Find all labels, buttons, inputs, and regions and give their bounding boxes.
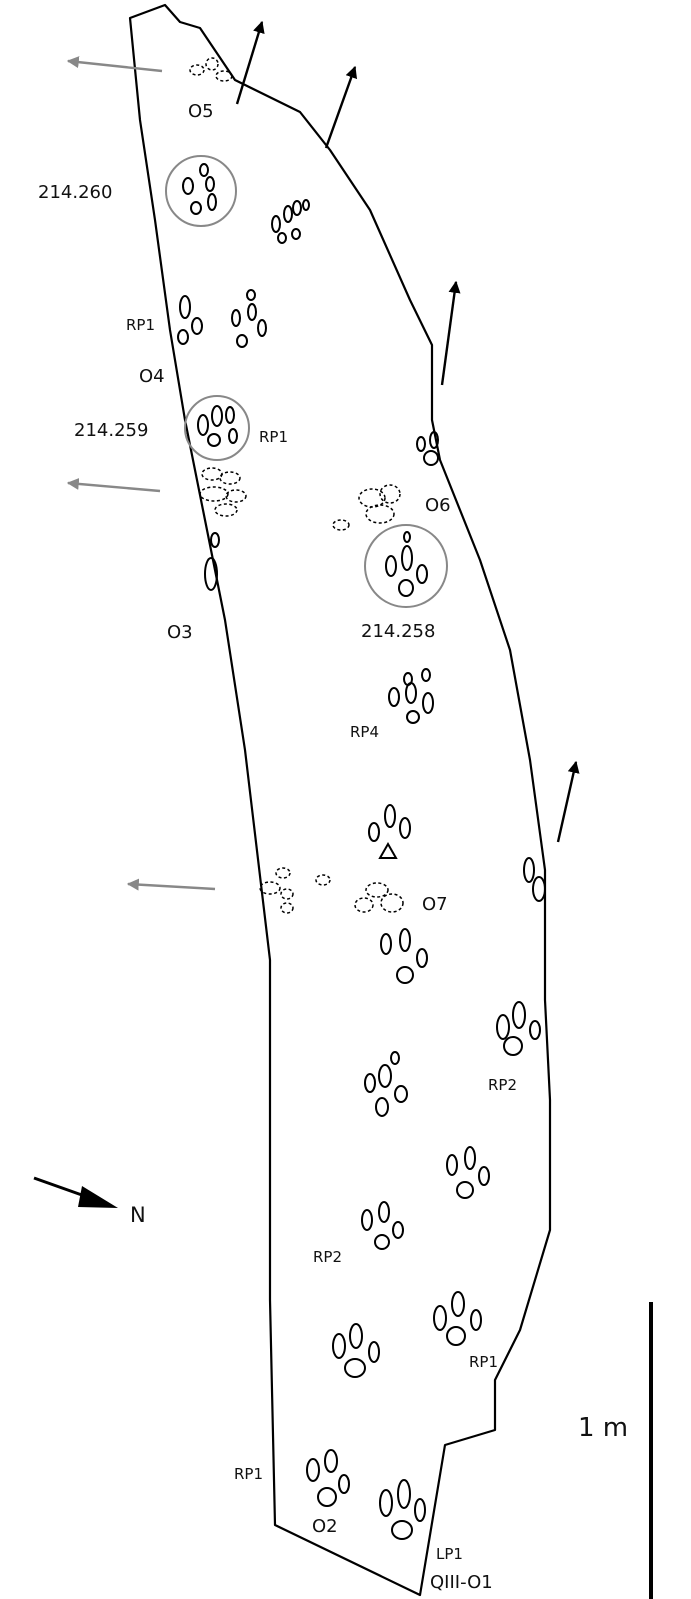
footprint-rp1-upper (177, 295, 203, 345)
footprint-mid-3 (364, 1051, 408, 1117)
label-rp1-circle: RP1 (259, 428, 288, 446)
label-specimen-259: 214.259 (74, 420, 148, 441)
grey-arrow-top (66, 56, 163, 73)
footprint-rp2-left (361, 1201, 404, 1250)
footprint-o7-left (259, 867, 331, 914)
footprint-o4-dashed (199, 467, 247, 517)
footprint-o2 (306, 1449, 350, 1507)
label-lp1: LP1 (436, 1545, 463, 1563)
footprint-o5 (189, 57, 233, 82)
footprint-rp4 (388, 668, 434, 724)
footprint-lp1 (379, 1479, 426, 1540)
footprint-rp1-lower (433, 1291, 482, 1346)
specimen-ring-260 (165, 155, 237, 227)
footprint-lower-left (332, 1323, 380, 1378)
label-o6: O6 (425, 495, 451, 516)
footprint-mid-1 (368, 804, 411, 859)
footprint-mid-4 (446, 1146, 490, 1199)
grey-arrow-lower (126, 878, 216, 891)
footprint-o3 (204, 532, 220, 591)
north-arrow (33, 1176, 118, 1208)
slab-outline (128, 3, 552, 1597)
label-specimen-258: 214.258 (361, 621, 435, 642)
arrow-o6 (440, 280, 461, 386)
footprint-214-259 (197, 405, 238, 447)
label-o2: O2 (312, 1516, 338, 1537)
label-o4: O4 (139, 366, 165, 387)
grey-arrow-middle (66, 477, 161, 493)
footprint-o6-edge (416, 431, 439, 466)
footprint-o7 (354, 882, 404, 913)
label-rp2-right: RP2 (488, 1076, 517, 1094)
label-rp4: RP4 (350, 723, 379, 741)
specimen-ring-258 (364, 524, 448, 608)
label-specimen-260: 214.260 (38, 182, 112, 203)
footprint-mid-2 (380, 928, 428, 984)
label-scale: 1 m (578, 1413, 628, 1443)
footprint-rp2-right (496, 1001, 541, 1056)
footprint-o4-right (231, 289, 267, 348)
arrow-upper-right (324, 65, 358, 149)
footprint-214-260 (182, 163, 217, 215)
footprint-214-258 (385, 531, 428, 597)
specimen-ring-259 (184, 395, 250, 461)
label-rp1-upper: RP1 (126, 316, 155, 334)
label-north: N (130, 1203, 146, 1227)
footprint-upper-right (271, 199, 310, 244)
label-rp1-bottom: RP1 (234, 1465, 263, 1483)
label-o7: O7 (422, 894, 448, 915)
label-o3: O3 (167, 622, 193, 643)
arrow-lower-right (556, 760, 580, 843)
label-rp1-lower-right: RP1 (469, 1353, 498, 1371)
arrow-o5 (235, 20, 265, 105)
footprint-right-edge (523, 857, 546, 902)
label-rp2-left: RP2 (313, 1248, 342, 1266)
footprint-o6 (332, 484, 401, 531)
label-qiii-o1: QIII-O1 (430, 1572, 493, 1593)
label-o5: O5 (188, 101, 214, 122)
